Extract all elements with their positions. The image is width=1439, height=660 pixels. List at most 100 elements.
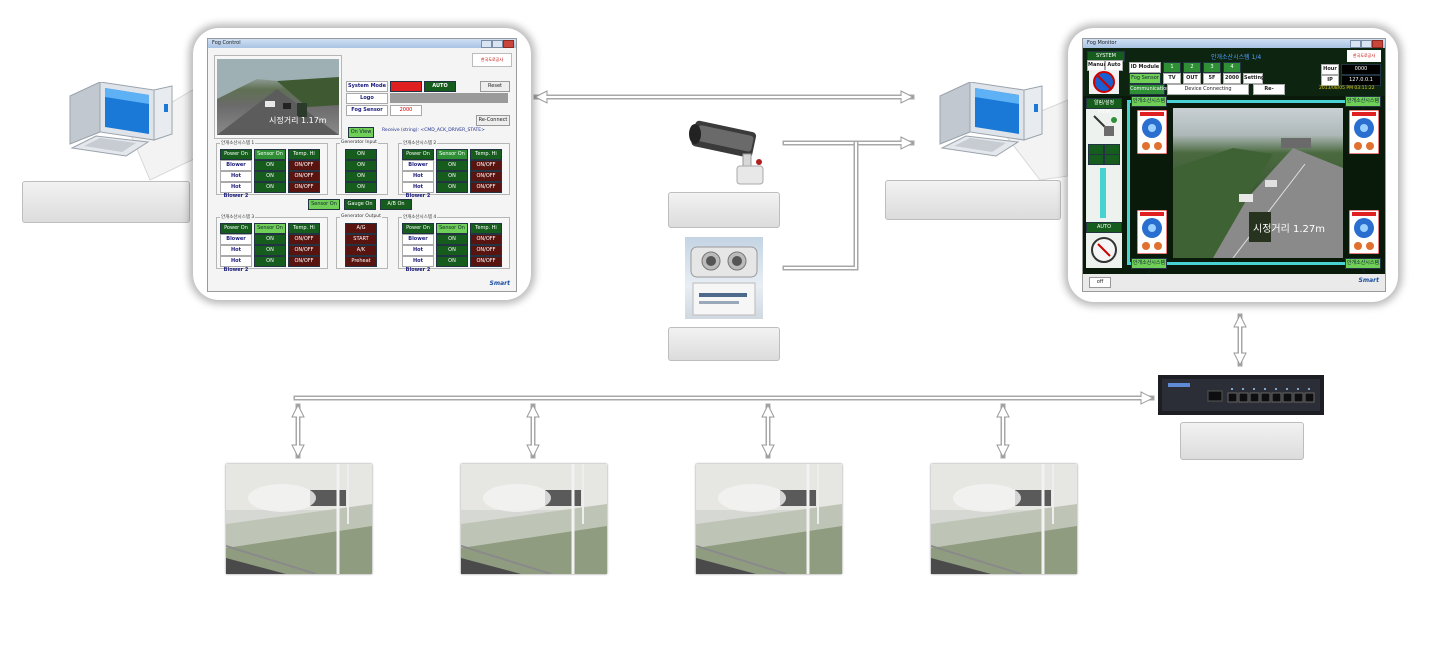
temp-hi-indicator: Temp. Hi — [288, 149, 320, 160]
group-title: Generator Input — [340, 140, 378, 145]
fog-device-2-image — [461, 464, 607, 574]
mode-switch-icon[interactable] — [1089, 70, 1119, 94]
reconnect-button[interactable]: Re-Connect — [1253, 84, 1285, 101]
hour-label: Hour — [1321, 64, 1339, 75]
road-camera-image: 시정거리 1.27m — [1173, 108, 1343, 258]
hour-value: 0000 — [1341, 64, 1381, 75]
output-start-button[interactable]: START — [345, 234, 377, 245]
group-title: 안개소산시스템 3 — [220, 214, 256, 220]
input-indicator-2: ON — [345, 160, 377, 171]
cctv-camera-image — [689, 120, 764, 185]
system-mode-label: System Mode — [346, 81, 388, 92]
module-2-button[interactable]: 2 — [1183, 62, 1201, 73]
monitor-header: SYSTEM MODE Manual Auto 안개소산시스템 1/4 한국도로… — [1083, 48, 1385, 101]
camera-label-box — [668, 192, 780, 228]
header-title: 안개소산시스템 1/4 — [1211, 54, 1262, 61]
gauge-on-button[interactable]: Gauge On — [344, 199, 376, 210]
hot-blower-1-label: Hot Blower 1 — [402, 245, 434, 262]
hot-blower-2-toggle-button[interactable]: ON/OFF — [288, 182, 320, 193]
computer-icon — [939, 82, 1043, 157]
hot-blower-1-on: ON — [254, 245, 286, 256]
drop-links — [298, 403, 1003, 459]
blower-toggle-button[interactable]: ON/OFF — [470, 160, 502, 171]
output-ak-button[interactable]: A/K — [345, 245, 377, 256]
blower-label: Blower — [220, 234, 252, 245]
dial-icon[interactable] — [1090, 236, 1118, 264]
window-titlebar: Fog Monitor — [1083, 39, 1385, 48]
maximize-icon[interactable] — [1361, 40, 1372, 48]
fan-unit-2-icon[interactable] — [1349, 110, 1379, 154]
fan-unit-3-icon[interactable] — [1137, 210, 1167, 254]
output-ag-button[interactable]: A/G — [345, 223, 377, 234]
maximize-icon[interactable] — [492, 40, 503, 48]
off-button[interactable]: off — [1089, 277, 1111, 288]
logo-label: Logo — [346, 93, 388, 104]
temp-hi-indicator: Temp. Hi — [470, 223, 502, 234]
sensor-on-indicator: Sensor On — [436, 223, 468, 234]
left-panel-auto-label: AUTO — [1086, 222, 1122, 233]
close-icon[interactable] — [503, 40, 514, 48]
switch-label-box — [1180, 422, 1304, 460]
blower-label: Blower — [402, 234, 434, 245]
panel-label-3: 안개소산시스템 3 — [1131, 258, 1167, 275]
hot-blower-1-on: ON — [436, 171, 468, 182]
blower-label: Blower — [220, 160, 252, 171]
input-indicator-3: ON — [345, 171, 377, 182]
group-title: 안개소산시스템 1 — [220, 140, 256, 146]
window-title: Fog Monitor — [1087, 40, 1117, 46]
logo-field — [390, 93, 508, 103]
minimize-icon[interactable] — [1350, 40, 1361, 48]
blower-toggle-button[interactable]: ON/OFF — [470, 234, 502, 245]
hot-blower-2-label: Hot Blower 2 — [220, 182, 252, 199]
module-3-button[interactable]: 3 — [1203, 62, 1221, 73]
group-title: Generator Output — [340, 214, 382, 219]
system-mode-indicator — [390, 81, 422, 92]
blower-on: ON — [254, 160, 286, 171]
auto-button[interactable]: AUTO — [424, 81, 456, 92]
close-icon[interactable] — [1372, 40, 1383, 48]
power-on-indicator: Power On — [402, 149, 434, 160]
window-title: Fog Control — [212, 40, 241, 46]
reset-button[interactable]: Reset — [480, 81, 510, 92]
on-view-button[interactable]: On View — [348, 127, 374, 138]
hot-blower-2-toggle-button[interactable]: ON/OFF — [470, 182, 502, 193]
status-indicator-c — [1088, 154, 1104, 165]
fog-sensor-image — [685, 237, 763, 319]
frame-bottom-line — [1127, 262, 1379, 265]
sensor-on-button[interactable]: Sensor On — [308, 199, 340, 210]
blower-toggle-button[interactable]: ON/OFF — [288, 160, 320, 171]
fog-sensor-label: Fog Sensor — [1129, 73, 1161, 84]
hot-blower-2-label: Hot Blower 2 — [220, 256, 252, 273]
reconnect-button[interactable]: Re-Connect — [476, 115, 510, 126]
blower-label: Blower — [402, 160, 434, 171]
input-indicator-4: ON — [345, 182, 377, 193]
ip-label: IP — [1321, 75, 1339, 86]
power-on-indicator: Power On — [220, 223, 252, 234]
hot-blower-2-label: Hot Blower 2 — [402, 256, 434, 273]
module-4-button[interactable]: 4 — [1223, 62, 1241, 73]
datetime-text: 2013/08/05 PM 03:11:22 — [1319, 86, 1375, 91]
monitor-window: Fog Monitor SYSTEM MODE Manual Auto 안개소산… — [1082, 38, 1386, 292]
hot-blower-1-toggle-button[interactable]: ON/OFF — [470, 245, 502, 256]
blower-toggle-button[interactable]: ON/OFF — [288, 234, 320, 245]
hot-blower-2-toggle-button[interactable]: ON/OFF — [470, 256, 502, 267]
output-preheat-button[interactable]: Preheat — [345, 256, 377, 267]
hot-blower-1-toggle-button[interactable]: ON/OFF — [288, 245, 320, 256]
hot-blower-1-toggle-button[interactable]: ON/OFF — [470, 171, 502, 182]
fan-unit-1-icon[interactable] — [1137, 110, 1167, 154]
visibility-caption: 시정거리 1.17m — [269, 116, 327, 125]
hot-blower-2-toggle-button[interactable]: ON/OFF — [288, 256, 320, 267]
ab-on-button[interactable]: A/B On — [380, 199, 412, 210]
status-indicator-d — [1104, 154, 1120, 165]
sensor-on-indicator: Sensor On — [254, 149, 286, 160]
hot-blower-1-toggle-button[interactable]: ON/OFF — [288, 171, 320, 182]
road-camera-image: 시정거리 1.17m — [217, 59, 339, 135]
setting-button[interactable]: Setting — [1243, 73, 1265, 84]
module-1-button[interactable]: 1 — [1163, 62, 1181, 73]
id-module-label: ID Module — [1129, 62, 1161, 73]
hot-blower-2-on: ON — [436, 256, 468, 267]
minimize-icon[interactable] — [481, 40, 492, 48]
frame-left-line — [1127, 100, 1130, 265]
fan-unit-4-icon[interactable] — [1349, 210, 1379, 254]
hot-blower-1-on: ON — [254, 171, 286, 182]
